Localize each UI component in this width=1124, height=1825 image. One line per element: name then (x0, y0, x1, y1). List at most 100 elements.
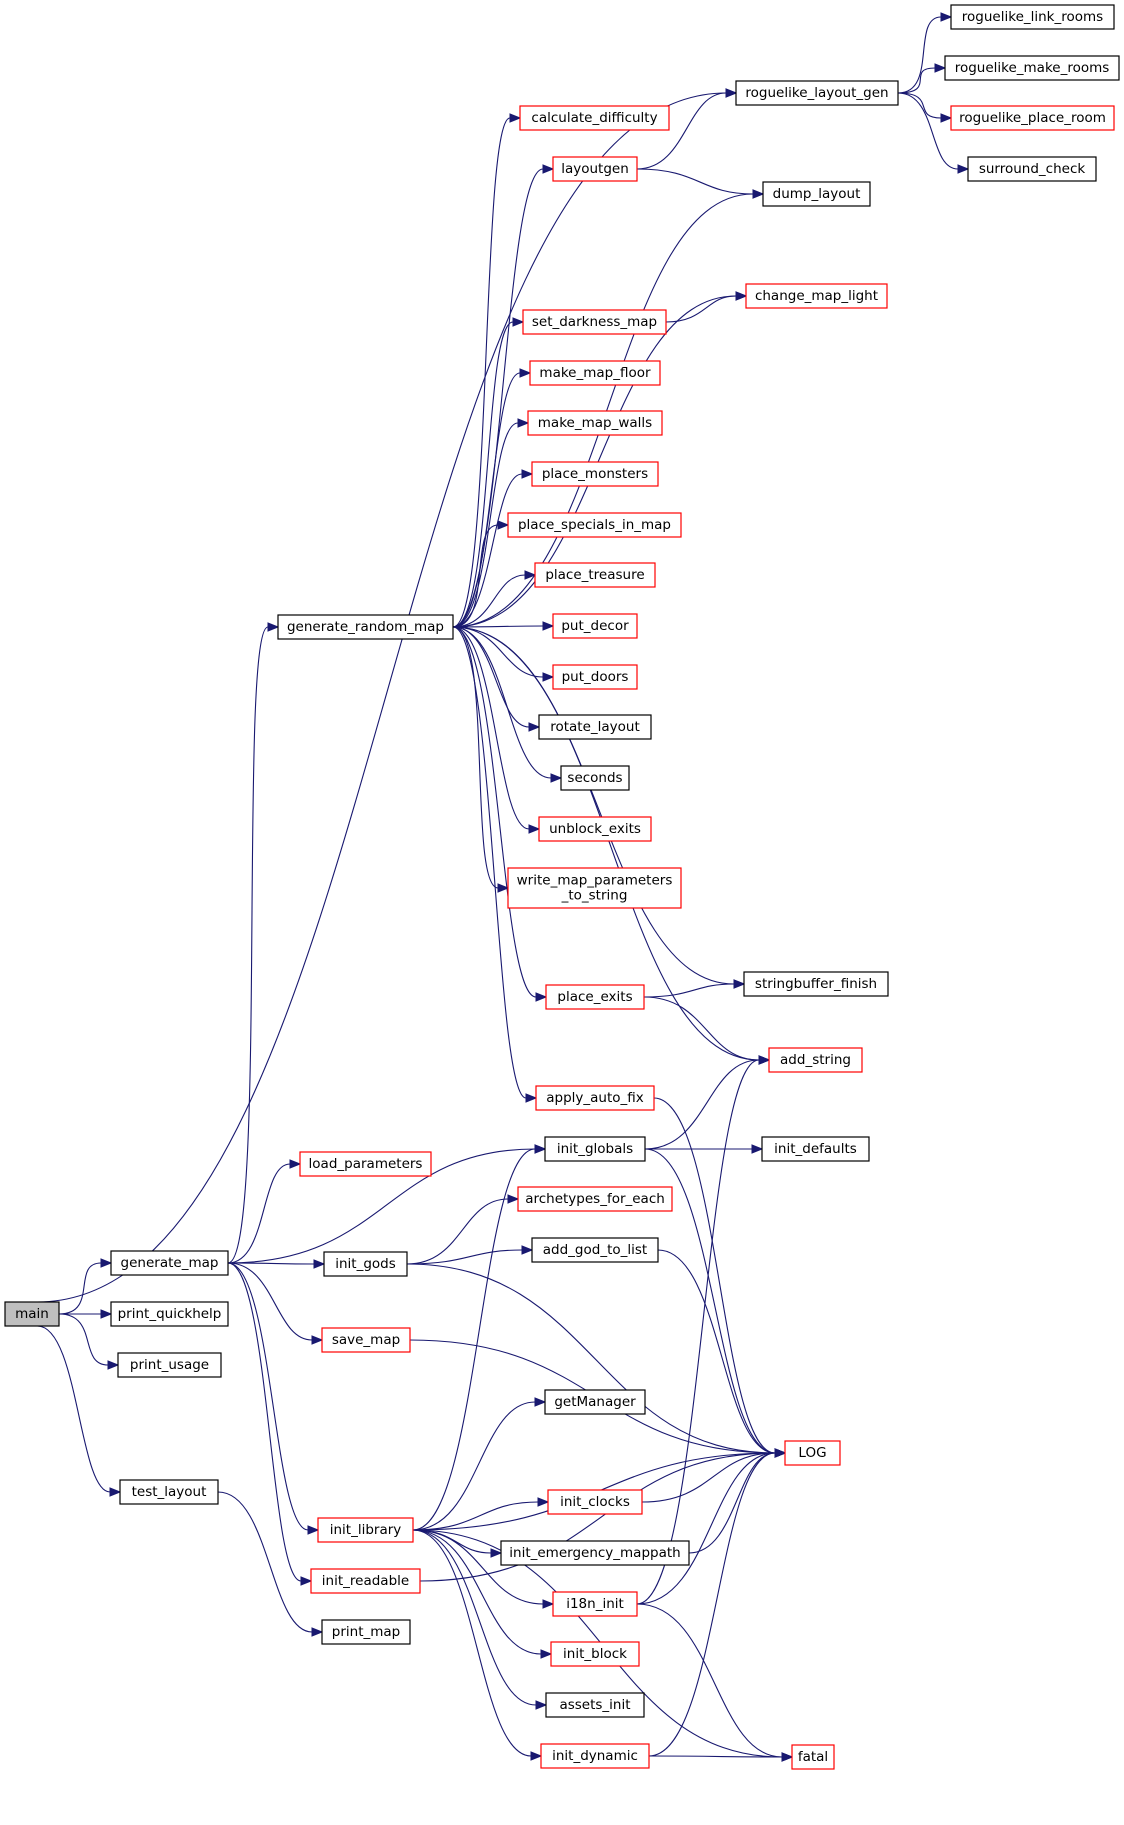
node-archetypes-for-each[interactable]: archetypes_for_each (517, 1186, 673, 1212)
node-print-quickhelp[interactable]: print_quickhelp (110, 1301, 229, 1327)
edge-i18n-init-to-log (636, 1452, 776, 1605)
node-roguelike-place-room[interactable]: roguelike_place_room (950, 105, 1115, 131)
node-print-map[interactable]: print_map (321, 1619, 411, 1645)
edge-generate-random-map-to-place-monsters (452, 473, 523, 628)
node-add-god-to-list[interactable]: add_god_to_list (531, 1237, 659, 1263)
arrowhead (107, 1360, 120, 1370)
arrowhead (537, 1497, 550, 1507)
arrowhead (517, 418, 530, 428)
node-load-parameters[interactable]: load_parameters (299, 1151, 432, 1177)
node-label: init_library (330, 1522, 402, 1538)
node-layoutgen[interactable]: layoutgen (552, 156, 638, 182)
node-dump-layout[interactable]: dump_layout (762, 181, 871, 207)
node-generate-random-map[interactable]: generate_random_map (277, 614, 454, 640)
node-place-exits[interactable]: place_exits (545, 984, 645, 1010)
node-box (950, 4, 1115, 30)
node-box (967, 156, 1097, 182)
node-label: print_usage (130, 1357, 209, 1373)
node-label: assets_init (559, 1697, 630, 1713)
node-save-map[interactable]: save_map (321, 1327, 411, 1353)
node-seconds[interactable]: seconds (560, 765, 630, 791)
node-box (529, 360, 661, 386)
node-surround-check[interactable]: surround_check (967, 156, 1097, 182)
node-test-layout[interactable]: test_layout (119, 1479, 219, 1505)
node-label: archetypes_for_each (525, 1191, 665, 1207)
arrowhead (507, 1194, 520, 1204)
edge-set-darkness-map-to-change-map-light (665, 295, 737, 323)
arrowhead (311, 1335, 324, 1345)
node-init-clocks[interactable]: init_clocks (547, 1489, 643, 1515)
node-init-library[interactable]: init_library (317, 1517, 414, 1543)
arrowhead (497, 883, 510, 893)
node-main[interactable]: main (4, 1301, 60, 1327)
node-fatal[interactable]: fatal (791, 1744, 835, 1770)
edge-init-dynamic-to-fatal (648, 1755, 783, 1758)
node-get-manager[interactable]: getManager (544, 1389, 646, 1415)
node-place-monsters[interactable]: place_monsters (531, 461, 659, 487)
edge-i18n-init-to-add-string (636, 1059, 760, 1605)
edge-main-to-generate-map (58, 1262, 102, 1315)
node-init-globals[interactable]: init_globals (544, 1136, 646, 1162)
arrowhead (540, 1649, 553, 1659)
node-place-specials-in-map[interactable]: place_specials_in_map (507, 512, 682, 538)
node-init-defaults[interactable]: init_defaults (761, 1136, 870, 1162)
edge-i18n-init-to-fatal (636, 1603, 783, 1758)
node-roguelike-link-rooms[interactable]: roguelike_link_rooms (950, 4, 1115, 30)
node-generate-map[interactable]: generate_map (110, 1250, 229, 1276)
node-box (531, 1237, 659, 1263)
node-print-usage[interactable]: print_usage (117, 1352, 222, 1378)
node-label: put_decor (561, 618, 629, 634)
node-rotate-layout[interactable]: rotate_layout (538, 714, 652, 740)
node-assets-init[interactable]: assets_init (545, 1692, 645, 1718)
node-box (761, 1136, 870, 1162)
node-roguelike-make-rooms[interactable]: roguelike_make_rooms (944, 55, 1120, 81)
node-make-map-floor[interactable]: make_map_floor (529, 360, 661, 386)
node-box (119, 1479, 219, 1505)
node-init-gods[interactable]: init_gods (323, 1251, 408, 1277)
node-init-dynamic[interactable]: init_dynamic (540, 1743, 650, 1769)
node-make-map-walls[interactable]: make_map_walls (527, 410, 663, 436)
arrowhead (311, 1627, 324, 1637)
node-write-map-parameters-to-string[interactable]: write_map_parameters_to_string (507, 867, 682, 909)
node-label: set_darkness_map (532, 314, 657, 330)
node-add-string[interactable]: add_string (768, 1047, 863, 1073)
node-init-readable[interactable]: init_readable (310, 1568, 421, 1594)
arrowhead (774, 1448, 787, 1458)
node-box (117, 1352, 222, 1378)
node-calculate-difficulty[interactable]: calculate_difficulty (519, 105, 670, 131)
node-log[interactable]: LOG (784, 1440, 841, 1466)
node-put-doors[interactable]: put_doors (552, 664, 638, 690)
edge-generate-random-map-to-set-darkness-map (452, 321, 514, 628)
arrowhead (519, 368, 532, 378)
edge-init-emergency-mappath-to-log (688, 1452, 776, 1554)
node-label: init_defaults (774, 1141, 857, 1157)
node-init-block[interactable]: init_block (550, 1641, 640, 1667)
node-label: seconds (567, 770, 622, 786)
node-set-darkness-map[interactable]: set_darkness_map (522, 309, 667, 335)
arrowhead (307, 1525, 320, 1535)
node-place-treasure[interactable]: place_treasure (534, 562, 656, 588)
node-box (544, 1389, 646, 1415)
edge-generate-random-map-to-place-specials-in-map (452, 524, 499, 628)
node-label: init_emergency_mappath (509, 1545, 680, 1561)
node-roguelike-layout-gen[interactable]: roguelike_layout_gen (735, 80, 899, 106)
edge-generate-random-map-to-put-decor (452, 625, 544, 628)
node-init-emergency-mappath[interactable]: init_emergency_mappath (500, 1540, 690, 1566)
node-box (321, 1327, 411, 1353)
edge-generate-random-map-to-make-map-floor (452, 372, 521, 628)
node-change-map-light[interactable]: change_map_light (745, 283, 888, 309)
node-box (531, 461, 659, 487)
arrowhead (535, 1700, 548, 1710)
arrowhead (490, 1548, 503, 1558)
function-nodes: main generate_map print_quickhelp print_usa… (4, 4, 1120, 1770)
node-stringbuffer-finish[interactable]: stringbuffer_finish (743, 971, 889, 997)
node-apply-auto-fix[interactable]: apply_auto_fix (535, 1085, 655, 1111)
node-put-decor[interactable]: put_decor (552, 613, 638, 639)
edge-roguelike-layout-gen-to-surround-check (897, 92, 959, 170)
node-unblock-exits[interactable]: unblock_exits (538, 816, 652, 842)
edge-init-gods-to-add-god-to-list (406, 1249, 523, 1265)
node-i18n-init[interactable]: i18n_init (552, 1591, 638, 1617)
node-box (535, 1085, 655, 1111)
edge-generate-map-to-init-library (227, 1262, 309, 1531)
